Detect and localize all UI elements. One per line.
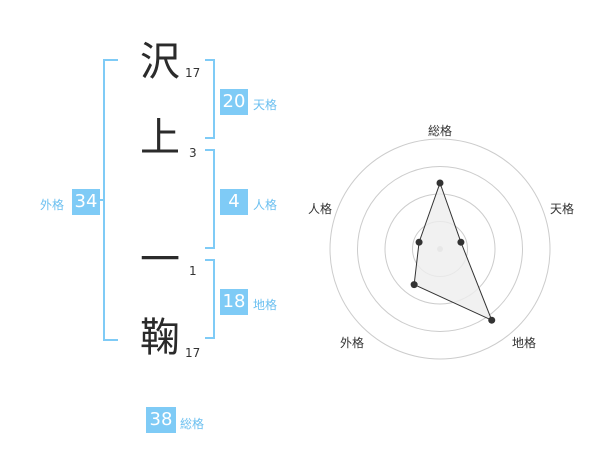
tenkaku-bracket [205,59,215,139]
soukaku-label: 総格 [180,417,205,431]
radar-point-4 [415,238,423,246]
name-char-1: 沢 [140,39,180,85]
radar-grid-ring [329,138,551,360]
name-char-2: 上 [140,115,180,161]
radar-point-2 [488,316,496,324]
axis-label-tenkaku: 天格 [550,202,575,216]
gaikaku-value: 34 [72,189,100,215]
tenkaku-value: 20 [220,89,248,115]
gaikaku-label: 外格 [40,198,65,212]
radar-polygon [413,181,493,322]
radar-grid-ring [357,166,523,332]
name-char-1-strokes: 17 [185,66,201,80]
soukaku-value: 38 [146,407,176,433]
axis-label-soukaku: 総格 [428,124,453,138]
axis-label-jinkaku: 人格 [308,202,333,216]
axis-label-chikaku: 地格 [512,336,537,350]
chikaku-value: 18 [220,289,248,315]
radar-point-1 [457,238,465,246]
axis-label-gaikaku: 外格 [340,336,365,350]
tenkaku-label: 天格 [253,98,278,112]
name-char-3: 一 [140,237,180,283]
chikaku-label: 地格 [253,298,278,312]
name-char-4-strokes: 17 [185,346,201,360]
jinkaku-bracket [205,149,215,249]
name-char-3-strokes: 1 [189,264,197,278]
jinkaku-value: 4 [220,189,248,215]
name-char-4: 鞠 [140,315,180,361]
radar-point-3 [410,281,418,289]
name-char-2-strokes: 3 [189,146,197,160]
radar-point-0 [436,179,444,187]
chikaku-bracket [205,259,215,339]
jinkaku-label: 人格 [253,198,278,212]
radar-points [410,179,496,324]
radar-shape [413,181,493,322]
